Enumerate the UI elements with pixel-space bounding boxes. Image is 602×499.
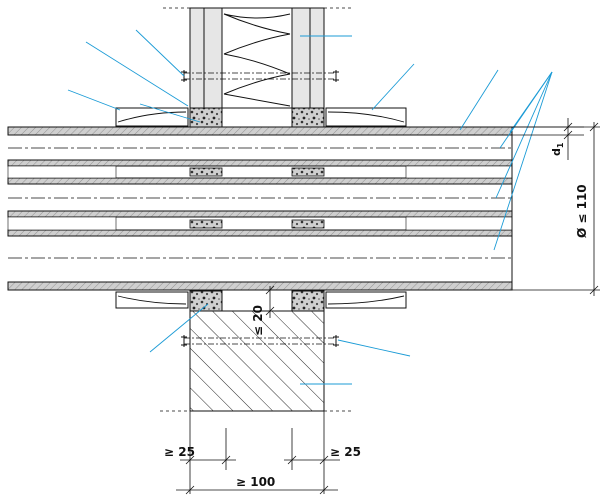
dim-right-tick-a xyxy=(287,455,297,465)
collar-upper-left xyxy=(115,107,189,127)
collar-upper-right-curve xyxy=(327,111,405,123)
dim-width-tick-a xyxy=(185,485,195,495)
collar-upper-right xyxy=(325,107,407,127)
leader-11 xyxy=(509,71,553,133)
dim-right-offset-label: ≥ 25 xyxy=(330,445,361,459)
pipe-gap-right-2 xyxy=(405,216,513,231)
mortar-fill-icon xyxy=(189,107,223,129)
dim-gap-tick-bottom xyxy=(265,306,275,316)
leader-6 xyxy=(371,63,415,111)
concrete-hatch-icon xyxy=(189,310,325,412)
collar-lower-left-curve xyxy=(117,295,187,305)
lower-collars xyxy=(115,291,407,309)
dim-dia-tick-top xyxy=(589,122,599,132)
leader-12 xyxy=(149,303,209,353)
pipe-2-wall-top xyxy=(7,177,513,185)
pipe-1-wall-bottom xyxy=(7,159,513,167)
leader-7 xyxy=(459,69,499,131)
dim-width-label: ≥ 100 xyxy=(236,475,275,489)
dim-left-tick-b xyxy=(221,455,231,465)
mortar-fill-lower-right xyxy=(291,290,325,312)
collar-lower-left xyxy=(115,291,189,309)
upper-wall-left-board-inner xyxy=(203,7,223,109)
upper-wall xyxy=(160,7,352,129)
lower-wall xyxy=(160,290,352,412)
pipe-2-wall-bottom xyxy=(7,210,513,218)
leader-3 xyxy=(67,89,121,111)
dim-left-tick-a xyxy=(185,455,195,465)
anchor-head-right-icon xyxy=(333,335,339,347)
screw-head-right-icon xyxy=(333,70,339,82)
mortar-between-2-left xyxy=(189,219,223,229)
upper-collars xyxy=(115,107,407,127)
dim-d1-label: d1 xyxy=(550,142,565,156)
mortar-between-1-left xyxy=(189,167,223,177)
dim-d1-tick-bottom xyxy=(563,130,573,140)
dim-left-offset-label: ≥ 25 xyxy=(164,445,195,459)
dimension-lines xyxy=(176,118,600,495)
pipe-bundle xyxy=(7,126,513,291)
collar-lower-right-curve xyxy=(327,295,405,305)
pipe-3-wall-top xyxy=(7,229,513,237)
mortar-fill-lower-left xyxy=(189,290,223,312)
leader-13 xyxy=(337,339,411,357)
mortar-fill-upper-right xyxy=(291,107,325,129)
dim-right-tick-b xyxy=(319,455,329,465)
dim-width-tick-b xyxy=(319,485,329,495)
pipe-1-wall-top xyxy=(7,126,513,136)
collar-upper-left-curve xyxy=(117,111,187,123)
upper-wall-right-board xyxy=(309,7,325,109)
insulation-zigzag-icon xyxy=(223,13,291,107)
upper-wall-left-board xyxy=(189,7,205,109)
mortar-between-2-right xyxy=(291,219,325,229)
dim-dia-tick-bottom xyxy=(589,285,599,295)
pipe-gap-left-1 xyxy=(7,165,117,179)
insulation-layer xyxy=(221,7,293,109)
leader-1 xyxy=(85,41,189,107)
pipe-gap-left-2 xyxy=(7,216,117,231)
dim-gap-label: ≤ 20 xyxy=(251,305,265,336)
collar-lower-right xyxy=(325,291,407,309)
upper-wall-right-board-inner xyxy=(291,7,311,109)
leader-10 xyxy=(493,71,553,251)
dim-diameter-label: Ø ≤ 110 xyxy=(575,184,589,238)
dim-gap-tick-top xyxy=(265,285,275,295)
mortar-between-1-right xyxy=(291,167,325,177)
leader-4 xyxy=(139,103,201,123)
pipe-3-wall-bottom xyxy=(7,281,513,291)
pipe-gap-right-1 xyxy=(405,165,513,179)
anchor-head-left-icon xyxy=(181,335,187,347)
leader-2 xyxy=(135,29,185,77)
